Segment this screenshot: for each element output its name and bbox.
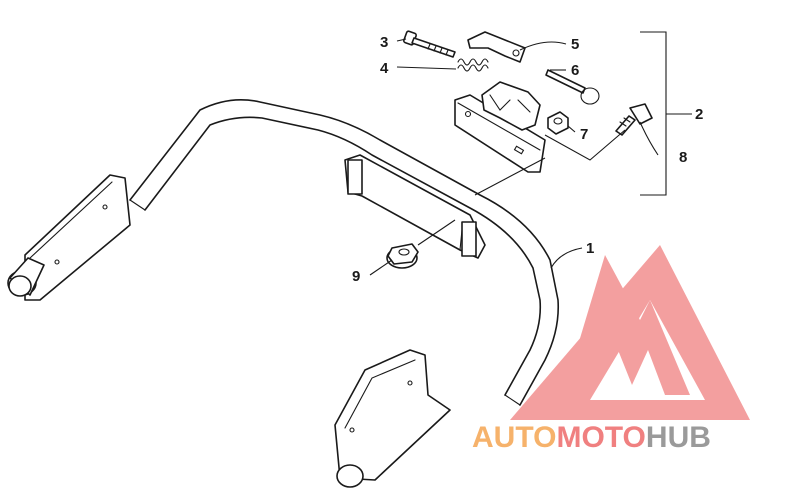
watermark-text-auto: AUTO <box>472 421 556 454</box>
part-6-pin <box>545 69 600 105</box>
part-7-nut <box>547 111 569 135</box>
part-4-spring <box>457 58 489 72</box>
callout-7: 7 <box>580 126 588 143</box>
right-tube-end <box>336 464 364 488</box>
callout-2: 2 <box>695 106 703 123</box>
callout-3: 3 <box>380 34 388 51</box>
watermark-m-icon <box>560 255 690 405</box>
watermark-logo <box>510 245 750 420</box>
callout-5: 5 <box>571 36 579 53</box>
part-8-bolt <box>615 103 653 136</box>
part-9-flange-nut <box>386 243 419 269</box>
left-mount-plate <box>24 174 131 301</box>
latch-body <box>481 81 541 131</box>
part-1-bumper <box>7 99 560 488</box>
callout-1: 1 <box>586 240 594 257</box>
callout-6: 6 <box>571 62 579 79</box>
callout-8: 8 <box>679 149 687 166</box>
watermark-text-moto: MOTO <box>556 421 645 454</box>
watermark-text-hub: HUB <box>646 421 711 454</box>
part-2-hitch-assembly <box>454 81 546 173</box>
part-5-latch-lever <box>467 31 526 63</box>
callout-4: 4 <box>380 60 389 77</box>
leader-lines <box>369 31 692 276</box>
watermark-text: AUTOMOTOHUB <box>472 421 711 454</box>
part-3-bolt <box>403 30 456 58</box>
callout-9: 9 <box>352 268 360 285</box>
